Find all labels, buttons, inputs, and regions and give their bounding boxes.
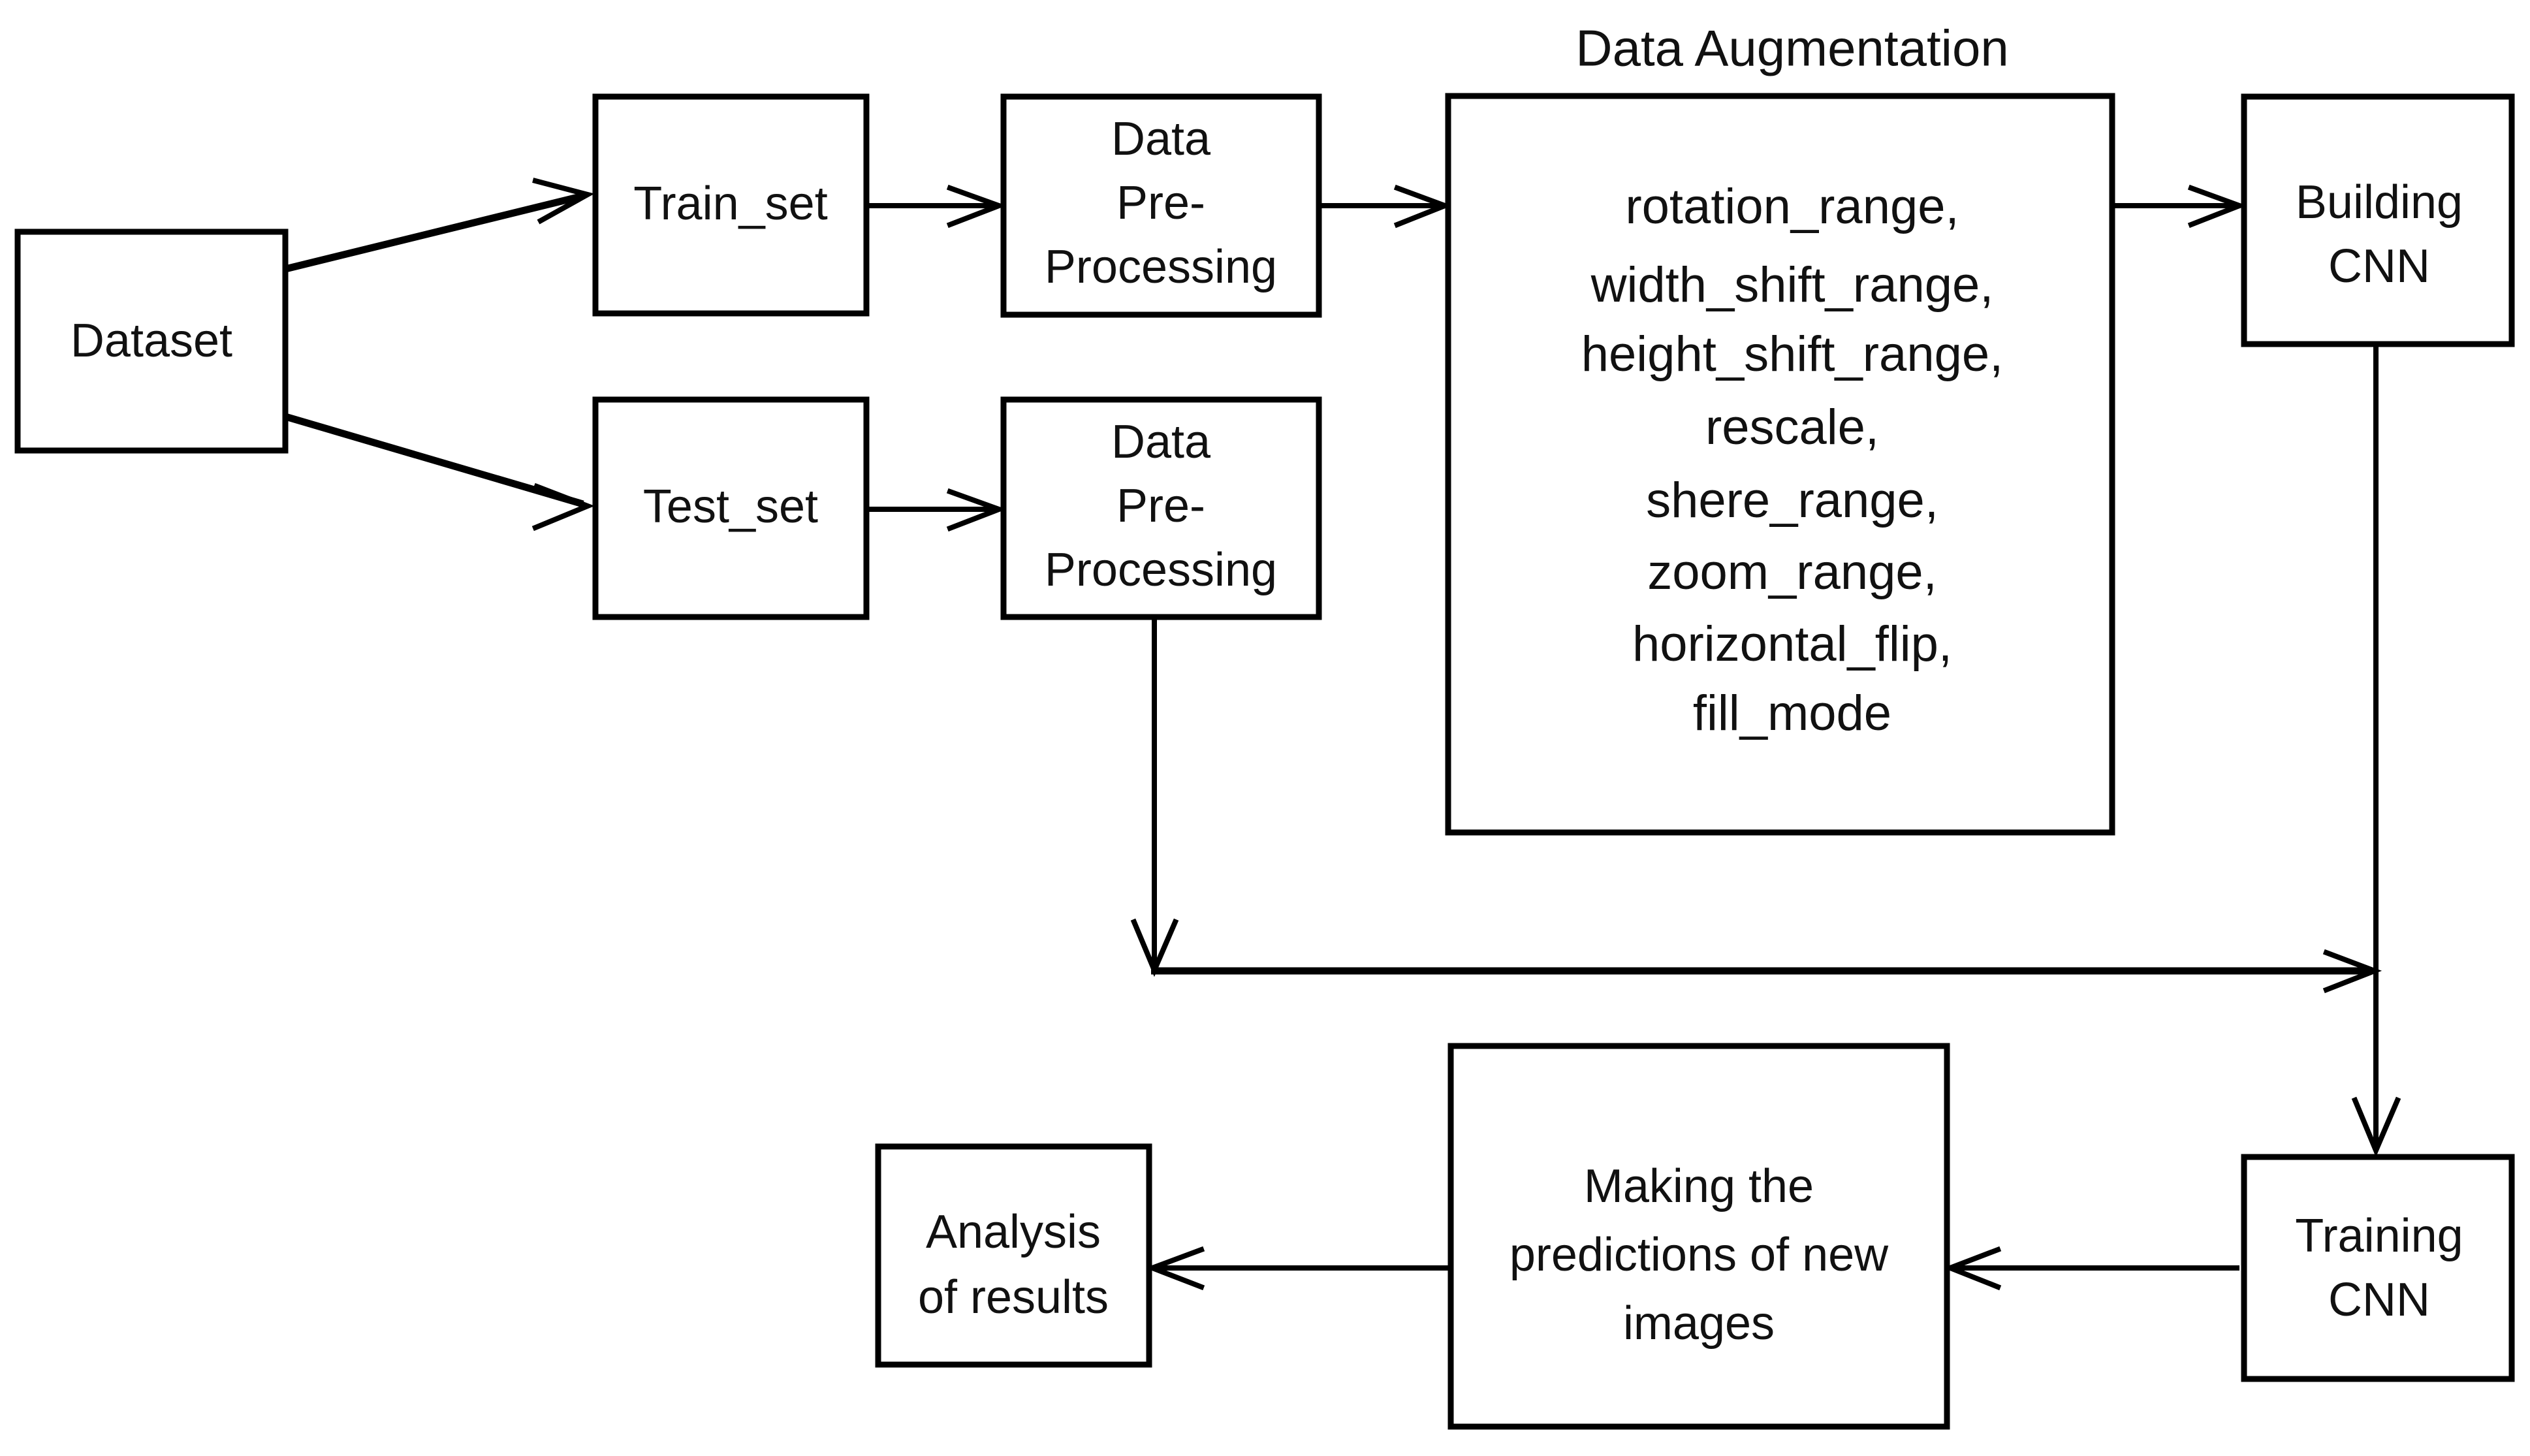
node-making-predictions-line2: predictions of new [1510,1229,1889,1281]
aug-param-3: rescale, [1705,400,1879,455]
node-train-set-label: Train_set [633,178,827,230]
node-making-predictions-line3: images [1623,1297,1775,1350]
node-building-cnn-line2: CNN [2328,240,2430,293]
aug-param-1: width_shift_range, [1590,257,1994,313]
node-test-preprocessing-line2: Pre- [1116,480,1205,532]
node-test-preprocessing-line3: Processing [1045,544,1277,596]
edge-test-set-to-test-preprocessing [866,488,1007,532]
node-analysis-line1: Analysis [926,1206,1101,1258]
node-dataset-label: Dataset [71,315,232,367]
aug-param-2: height_shift_range, [1581,326,2003,382]
node-building-cnn-line1: Building [2296,176,2463,229]
node-train-preprocessing-line3: Processing [1045,241,1277,293]
node-test-preprocessing-line1: Data [1111,416,1211,468]
node-train-set[interactable]: Train_set [592,93,870,317]
aug-param-6: horizontal_flip, [1632,616,1952,672]
node-training-cnn[interactable]: Training CNN [2241,1154,2515,1382]
node-test-set-label: Test_set [643,481,818,533]
node-analysis-line2: of results [918,1271,1109,1323]
edge-data-augmentation-to-building-cnn [2112,184,2247,229]
node-test-set[interactable]: Test_set [592,396,870,620]
data-augmentation-title: Data Augmentation [1575,20,2008,77]
edge-train-preprocessing-to-data-augmentation [1319,184,1453,229]
node-building-cnn[interactable]: Building CNN [2241,93,2515,347]
node-train-preprocessing[interactable]: Data Pre- Processing [1000,93,1322,318]
edge-training-cnn-to-making-predictions [1943,1246,2239,1291]
node-train-preprocessing-line1: Data [1111,113,1211,165]
node-train-preprocessing-line2: Pre- [1116,177,1205,229]
node-dataset[interactable]: Dataset [14,229,289,454]
node-analysis-of-results[interactable]: Analysis of results [875,1143,1152,1368]
aug-param-4: shere_range, [1646,473,1938,528]
edge-building-cnn-to-training-cnn [2351,344,2401,1158]
edge-making-predictions-to-analysis [1145,1246,1451,1291]
aug-param-0: rotation_range, [1625,179,1959,234]
node-making-predictions-line1: Making the [1584,1160,1814,1212]
node-test-preprocessing[interactable]: Data Pre- Processing [1000,396,1322,620]
aug-param-7: fill_mode [1693,686,1891,741]
edge-test-preprocessing-to-trunk [1130,617,2382,994]
aug-param-5: zoom_range, [1647,545,1937,600]
edge-dataset-to-train-set [284,178,595,273]
node-training-cnn-line1: Training [2295,1210,2463,1262]
node-making-predictions[interactable]: Making the predictions of new images [1447,1043,1950,1430]
node-training-cnn-line2: CNN [2328,1274,2430,1326]
edge-train-set-to-train-preprocessing [866,184,1007,229]
node-data-augmentation[interactable]: rotation_range, width_shift_range, heigh… [1445,93,2115,836]
edge-dataset-to-test-set [284,413,595,531]
